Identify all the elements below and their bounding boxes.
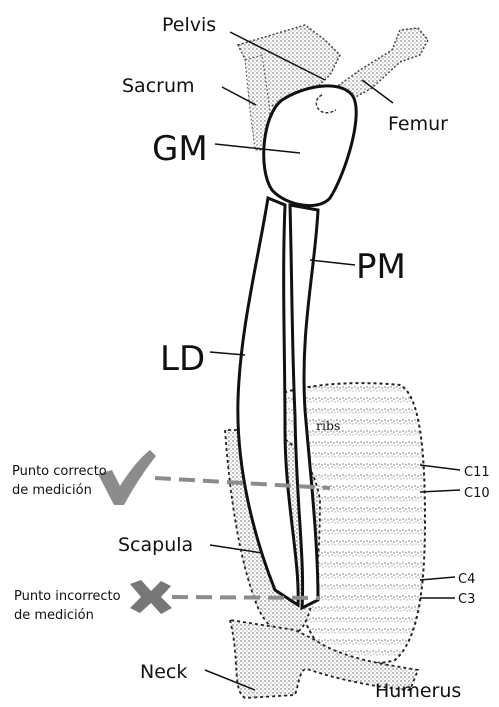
correct-point-label-line1: Punto correcto	[12, 464, 107, 479]
incorrect-point-label-line2: de medición	[14, 608, 94, 623]
c10-label: C10	[464, 486, 490, 501]
femur-label: Femur	[388, 113, 448, 135]
incorrect-measure-line	[172, 597, 320, 598]
gm-muscle	[264, 86, 356, 206]
correct-point-label-line2: de medición	[12, 483, 92, 498]
c3-label: C3	[458, 592, 475, 607]
scapula-label: Scapula	[118, 534, 193, 556]
pelvis-label: Pelvis	[162, 14, 216, 36]
c11-label: C11	[464, 465, 490, 480]
sacrum-label: Sacrum	[122, 75, 195, 97]
femur-shape	[335, 28, 428, 100]
humerus-label: Humerus	[375, 680, 461, 702]
incorrect-point-label-line1: Punto incorrecto	[14, 589, 121, 604]
pm-label: PM	[356, 247, 406, 287]
gm-label: GM	[152, 129, 208, 169]
neck-label: Neck	[140, 661, 187, 683]
ld-label: LD	[160, 339, 205, 379]
ribs-label: ribs	[316, 418, 340, 433]
c4-label: C4	[458, 572, 475, 587]
cross-mark-icon	[130, 580, 172, 614]
